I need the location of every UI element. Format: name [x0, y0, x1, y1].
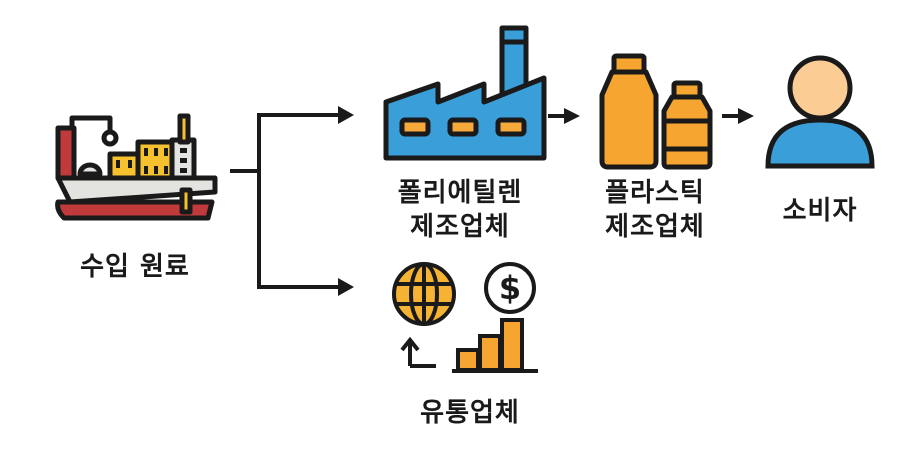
global-trade-icon: $	[392, 262, 538, 373]
node-label-consumer: 소비자	[782, 196, 858, 226]
bottles-icon	[599, 53, 713, 170]
globe-icon	[392, 262, 456, 326]
node-label-plastic-line1: 플라스틱	[605, 178, 705, 208]
arrowhead-to-pe	[338, 106, 354, 124]
node-label-import: 수입 원료	[80, 252, 190, 282]
arrowhead-to-distributor	[338, 278, 354, 296]
factory-icon	[383, 25, 547, 161]
node-label-pe-line2: 제조업체	[410, 212, 510, 242]
dollar-coin-icon: $	[484, 262, 536, 314]
arrowhead-to-plastic	[564, 108, 580, 124]
bar-growth-icon	[452, 318, 538, 373]
node-label-distributor: 유통업체	[420, 398, 520, 428]
node-label-pe-line1: 폴리에틸렌	[397, 178, 523, 208]
cargo-ship-icon	[55, 113, 218, 221]
svg-text:$: $	[499, 269, 521, 307]
person-icon	[765, 55, 875, 169]
arrowhead-to-consumer	[738, 108, 754, 124]
node-label-plastic-line2: 제조업체	[605, 212, 705, 242]
return-arrow-icon	[400, 336, 436, 368]
